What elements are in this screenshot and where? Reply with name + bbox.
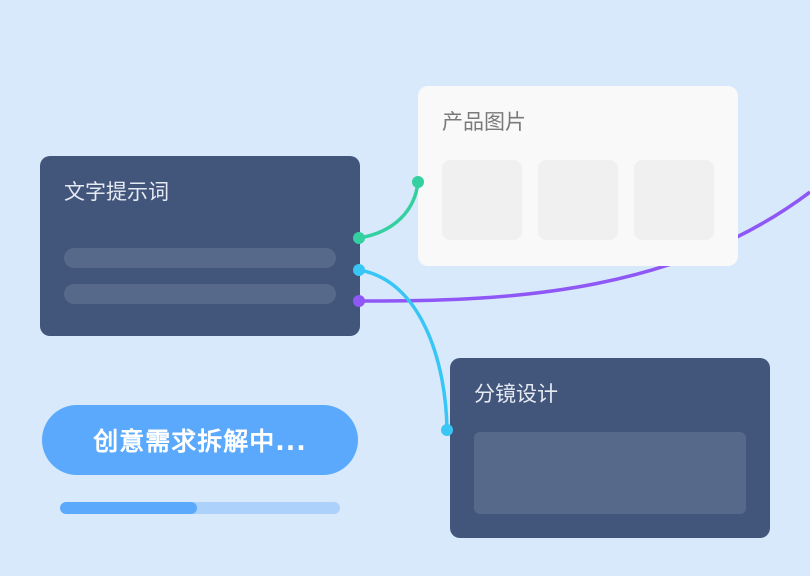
storyboard-node[interactable]: 分镜设计 [450, 358, 770, 538]
text-line-placeholder [64, 248, 336, 268]
green-port-dot[interactable] [353, 232, 365, 244]
content-placeholder [474, 432, 746, 514]
product-images-node[interactable]: 产品图片 [418, 86, 738, 266]
node-title: 分镜设计 [474, 382, 558, 406]
progress-bar [60, 502, 340, 514]
cyan-port-dot[interactable] [353, 264, 365, 276]
node-title: 产品图片 [442, 110, 526, 134]
image-slot[interactable] [538, 160, 618, 240]
node-title: 文字提示词 [64, 180, 169, 204]
text-line-placeholder [64, 284, 336, 304]
purple-port-dot[interactable] [353, 295, 365, 307]
progress-fill [60, 502, 198, 514]
status-button[interactable]: 创意需求拆解中... [42, 405, 358, 475]
status-label: 创意需求拆解中... [93, 427, 307, 456]
purple-connection [358, 190, 810, 303]
cyan-connection [358, 268, 449, 431]
cyan-port-dot[interactable] [441, 424, 453, 436]
text-prompt-node[interactable]: 文字提示词 [40, 156, 360, 336]
green-port-dot[interactable] [412, 176, 424, 188]
image-slot[interactable] [634, 160, 714, 240]
green-connection [358, 181, 420, 240]
image-slot[interactable] [442, 160, 522, 240]
